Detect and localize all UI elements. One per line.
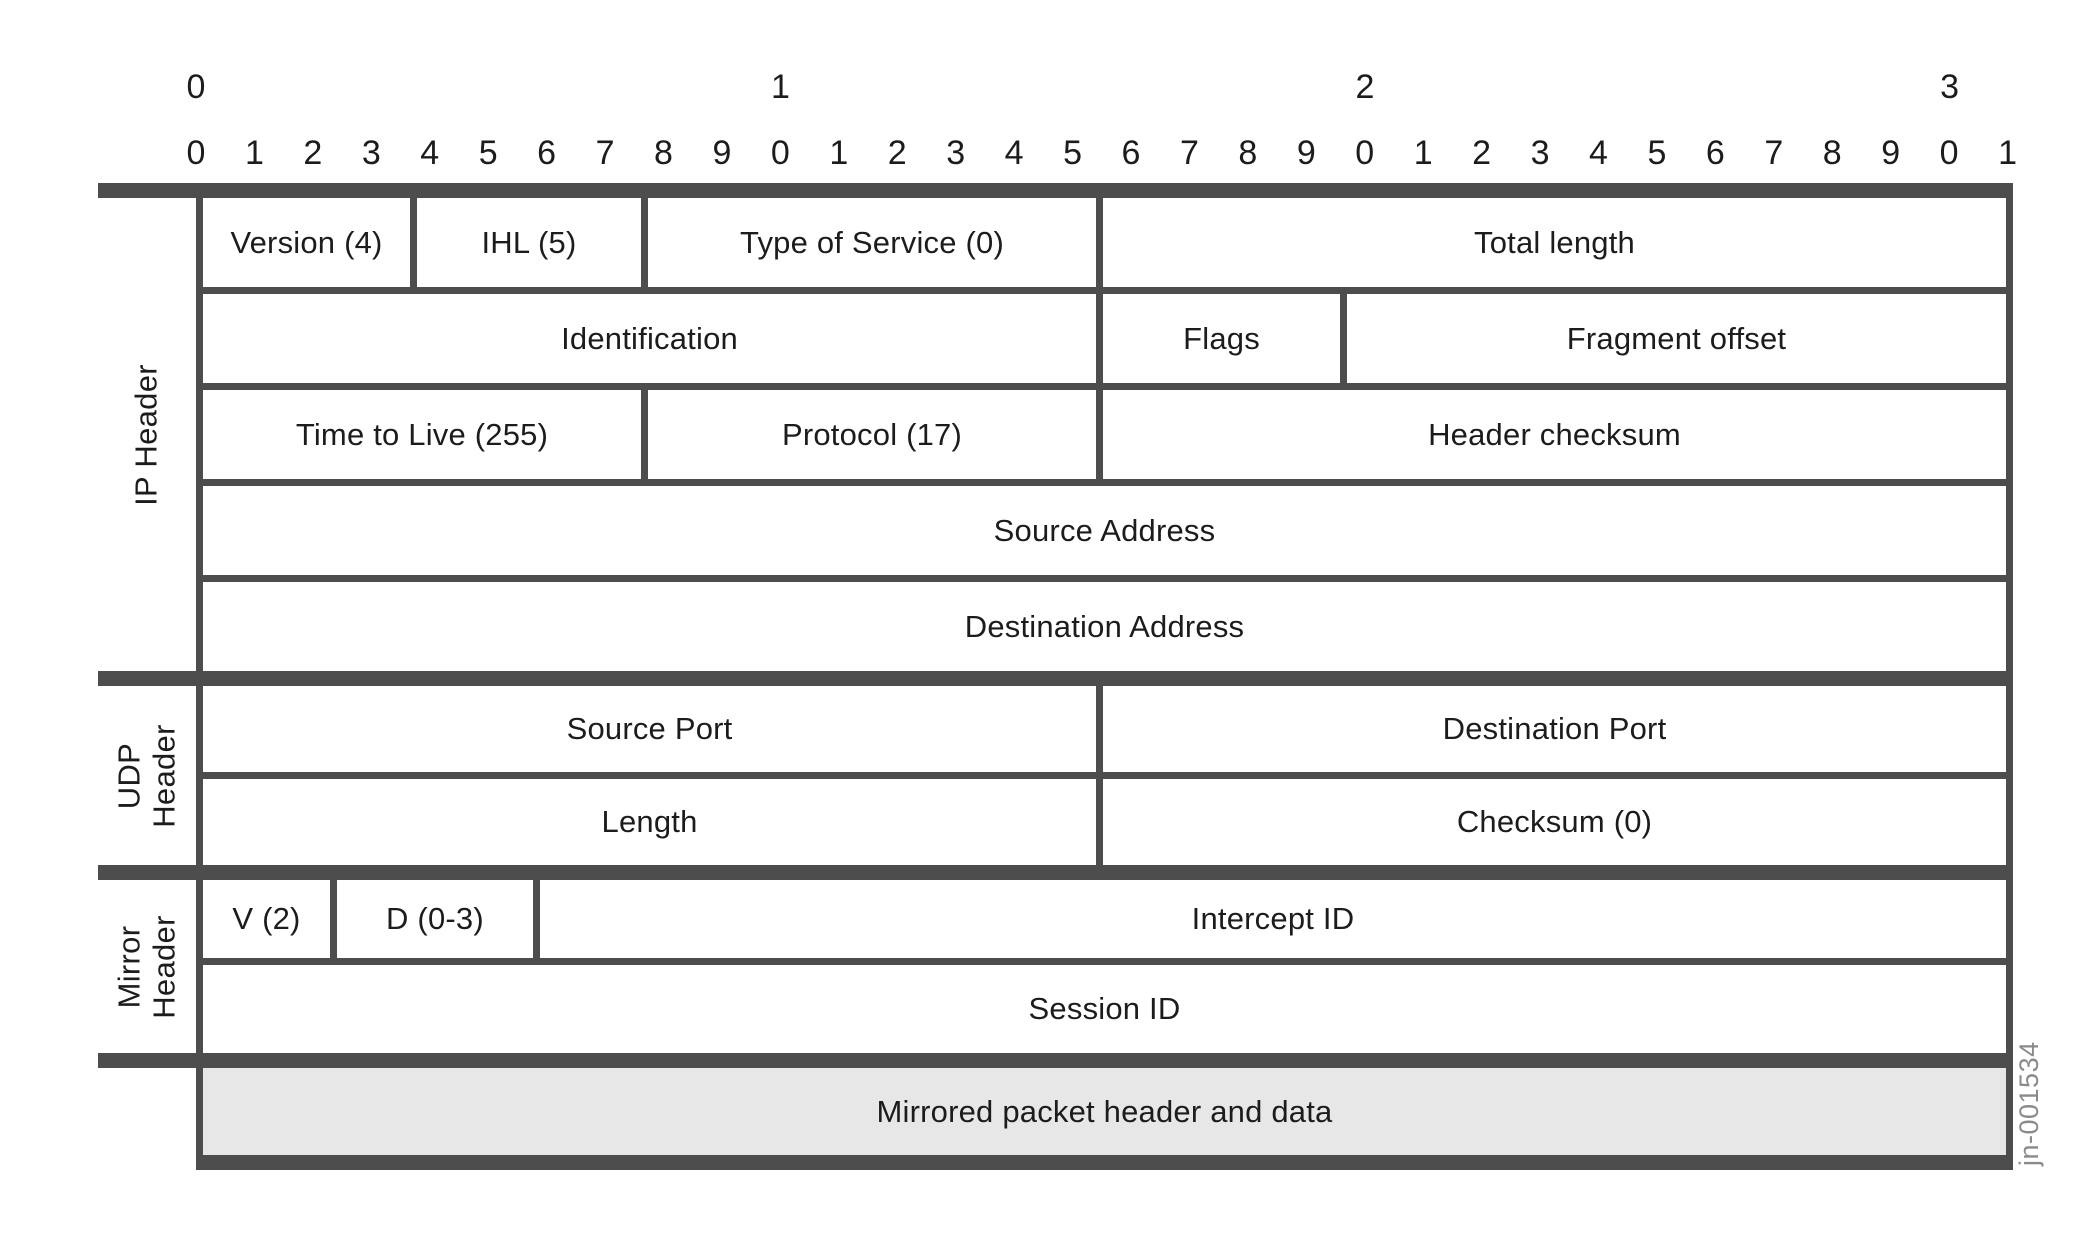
- section-mirror-header: Mirror Header V (2) D (0-3) Intercept ID…: [98, 880, 2013, 1053]
- field-fragment-offset: Fragment offset: [1566, 320, 1787, 356]
- bit-ruler-units-row: 0 1 2 3 4 5 6 7 8 9 0 1 2 3 4 5 6 7 8 9 …: [186, 134, 2018, 172]
- field-session-id: Session ID: [1028, 991, 1181, 1026]
- bit-ruler-tens-label: 3: [1940, 68, 1959, 106]
- field-intercept-id: Intercept ID: [1191, 901, 1355, 936]
- field-destination-port: Destination Port: [1442, 711, 1667, 746]
- payload-grid: Mirrored packet header and data: [196, 1068, 2013, 1155]
- field-row: Destination Address: [203, 575, 2006, 671]
- section-divider-bottom: [196, 1155, 2013, 1170]
- field-row: Source Address: [203, 479, 2006, 575]
- field-source-address: Source Address: [993, 512, 1216, 548]
- section-gutter-ip: IP Header: [98, 198, 196, 671]
- field-direction: D (0-3): [337, 880, 540, 958]
- field-row: Time to Live (255) Protocol (17) Header …: [203, 383, 2006, 479]
- section-label-ip-header: IP Header: [128, 363, 164, 506]
- bit-ruler: 0 1 2 3 0 1 2 3 4 5 6 7 8 9 0 1 2 3 4 5 …: [186, 68, 2018, 176]
- field-total-length: Total length: [1474, 224, 1635, 260]
- field-checksum: Checksum (0): [1456, 804, 1653, 839]
- bit-ruler-tens-label: 1: [771, 68, 790, 106]
- section-udp-header: UDP Header Source Port Destination Port …: [98, 686, 2013, 865]
- section-divider-udp-mirror: [98, 865, 2013, 880]
- udp-header-grid: Source Port Destination Port Length Chec…: [196, 686, 2013, 865]
- field-identification: Identification: [203, 294, 1104, 383]
- section-gutter-udp: UDP Header: [98, 686, 196, 865]
- bit-ruler-tens-label: 2: [1355, 68, 1375, 106]
- field-time-to-live: Time to Live (255): [203, 390, 648, 479]
- field-row: Version (4) IHL (5) Type of Service (0) …: [203, 198, 2006, 287]
- field-source-port: Source Port: [203, 686, 1104, 772]
- field-version: Version (4): [203, 198, 418, 287]
- section-divider-top: [98, 183, 2013, 198]
- field-type-of-service: Type of Service (0): [648, 198, 1104, 287]
- field-ihl: IHL (5): [417, 198, 648, 287]
- field-length: Length: [203, 779, 1104, 865]
- field-header-checksum: Header checksum: [1428, 416, 1681, 452]
- field-row: Source Port Destination Port: [203, 686, 2006, 772]
- field-row: Session ID: [203, 958, 2006, 1053]
- ip-header-grid: Version (4) IHL (5) Type of Service (0) …: [196, 198, 2013, 671]
- field-protocol: Protocol (17): [648, 390, 1104, 479]
- section-gutter-mirror: Mirror Header: [98, 880, 196, 1053]
- section-payload: Mirrored packet header and data: [98, 1068, 2013, 1155]
- field-mirrored-packet-data: Mirrored packet header and data: [203, 1068, 2006, 1155]
- diagram-body: IP Header Version (4) IHL (5) Type of Se…: [98, 183, 2013, 1170]
- field-row: Identification Flags Fragment offset: [203, 287, 2006, 383]
- field-row: Length Checksum (0): [203, 772, 2006, 865]
- field-row: Mirrored packet header and data: [203, 1068, 2006, 1155]
- field-version-mirror: V (2): [203, 880, 337, 958]
- bit-ruler-tens-row: 0 1 2 3: [187, 68, 2008, 112]
- section-label-udp-header: UDP Header: [111, 723, 181, 828]
- section-divider-mirror-payload: [98, 1053, 2013, 1068]
- section-divider-ip-udp: [98, 671, 2013, 686]
- field-row: V (2) D (0-3) Intercept ID: [203, 880, 2006, 958]
- figure-id-watermark: jn-001534: [2014, 1041, 2044, 1166]
- field-flags: Flags: [1103, 294, 1347, 383]
- field-destination-address: Destination Address: [964, 608, 1245, 644]
- section-ip-header: IP Header Version (4) IHL (5) Type of Se…: [98, 198, 2013, 671]
- section-label-mirror-header: Mirror Header: [111, 914, 181, 1019]
- mirror-header-grid: V (2) D (0-3) Intercept ID Session ID: [196, 880, 2013, 1053]
- bit-ruler-tens-label: 0: [186, 68, 206, 106]
- section-gutter-payload: [98, 1068, 196, 1155]
